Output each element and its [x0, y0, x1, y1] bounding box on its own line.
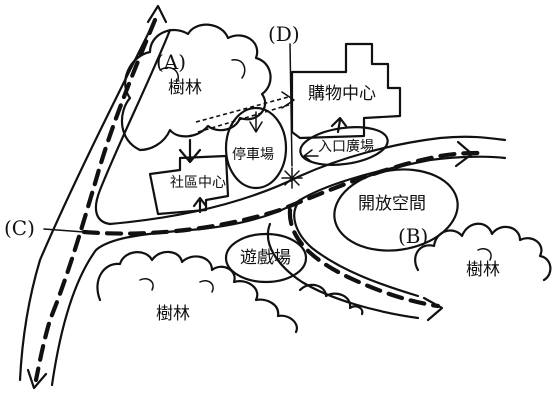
marker-a-label: (A): [156, 50, 187, 74]
shopping-entrance-arrow: [330, 116, 348, 134]
canopy-detail-3: [139, 278, 154, 291]
community-center-label: 社區中心: [170, 175, 226, 191]
arrowhead-top: [146, 4, 168, 24]
canopy-detail-1: [231, 59, 246, 79]
arrowhead-right: [454, 140, 474, 168]
plaza-entrance-arrow: [303, 149, 319, 163]
community-center-arrow: [178, 138, 202, 164]
entrance-plaza-label: 入口廣場: [318, 139, 374, 155]
playground-outline: [224, 232, 308, 284]
road-main-lower-edge: [188, 155, 507, 232]
community-center-building: [148, 154, 230, 216]
arrowhead-bottom-right: [422, 296, 444, 322]
road-left-outer-edge: [18, 28, 152, 382]
route-dashed-curve: [287, 207, 441, 309]
parking-arrow: [249, 111, 263, 133]
route-dashed-left: [33, 17, 158, 383]
road-curve-upper-edge: [293, 198, 420, 298]
canopy-detail-2: [159, 66, 179, 81]
road-left-inner-edge: [94, 28, 172, 226]
canopy-detail-5: [477, 248, 492, 261]
entrance-plaza-outline: [299, 126, 389, 166]
parking-lot-outline: [224, 106, 288, 190]
pedestrian-path: [195, 95, 293, 123]
forest-canopy-bottom-2: [298, 283, 364, 316]
marker-d-point: [281, 167, 303, 189]
marker-b-label: (B): [398, 224, 429, 248]
forest-label-top: 樹林: [168, 78, 202, 98]
community-entrance-arrow: [192, 196, 208, 214]
open-space-outline: [333, 168, 459, 252]
open-space-label: 開放空間: [358, 194, 426, 214]
marker-c-leader: [43, 228, 85, 233]
route-dashed-main: [81, 150, 481, 236]
forest-label-right: 樹林: [466, 260, 500, 280]
marker-c-label: (C): [4, 216, 35, 240]
playground-label: 遊戲場: [240, 248, 291, 268]
canopy-detail-4: [199, 280, 214, 293]
pedestrian-arrow: [281, 91, 295, 109]
marker-d-label: (D): [268, 22, 300, 46]
pedestrian-path-2: [197, 103, 293, 133]
forest-canopy-right: [414, 222, 552, 282]
forest-canopy-top: [120, 23, 272, 152]
shopping-center-label: 購物中心: [308, 84, 376, 104]
road-curve-lower-edge: [266, 222, 420, 320]
marker-d-leader: [289, 43, 293, 167]
parking-lot-label: 停車場: [232, 147, 274, 163]
forest-canopy-bottom: [96, 250, 298, 334]
arrowhead-bottom-left: [26, 368, 48, 390]
forest-label-bottom: 樹林: [156, 304, 190, 324]
